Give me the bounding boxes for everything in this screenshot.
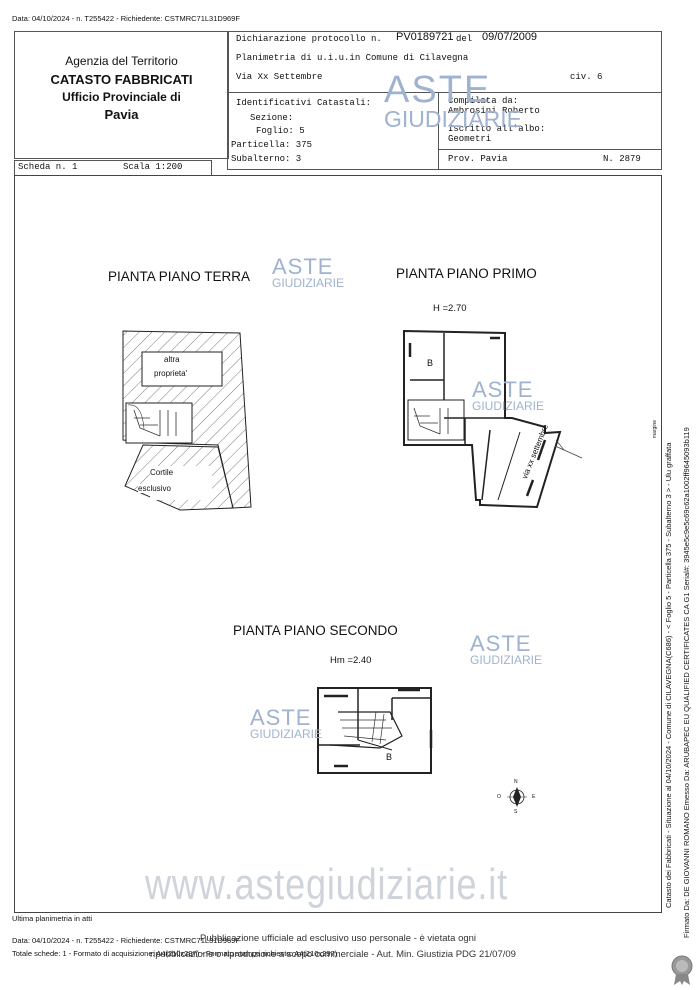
label-b-secondo: B xyxy=(386,752,393,762)
subalterno-field: Subalterno: 3 xyxy=(231,154,302,164)
watermark-aste-primo: ASTE GIUDIZIARIE xyxy=(472,377,545,413)
compass-s: S xyxy=(514,809,518,815)
watermark-aste-plan2: ASTE GIUDIZIARIE xyxy=(250,705,323,741)
compass-o: O xyxy=(497,794,501,800)
protocol-del: del xyxy=(456,34,473,44)
label-cortile: Cortile xyxy=(150,468,174,477)
provincia-name: Pavia xyxy=(104,107,139,122)
scala-value: Scala 1:200 xyxy=(123,162,183,172)
plan-title-terra: PIANTA PIANO TERRA xyxy=(108,269,251,284)
protocol-date: 09/07/2009 xyxy=(482,31,538,43)
protocol-number: PV0189721 xyxy=(396,31,454,43)
drawing-frame xyxy=(14,175,662,913)
address-street: Via Xx Settembre xyxy=(236,72,323,82)
numero-field: N. 2879 xyxy=(603,154,641,164)
side-signature-text: Firmato Da: DE GIOVANNI ROMANO Emesso Da… xyxy=(682,427,691,938)
plan-piano-primo xyxy=(403,329,583,509)
side-situazione-text: Catasto dei Fabbricati - Situazione al 0… xyxy=(664,442,673,908)
catasto-title: CATASTO FABBRICATI xyxy=(50,72,193,87)
footer-date-stamp: Data: 04/10/2024 - n. T255422 - Richiede… xyxy=(12,936,240,945)
plan-piano-secondo xyxy=(317,687,433,774)
watermark-aste-secondo: ASTE GIUDIZIARIE xyxy=(470,631,543,667)
footer-totale-schede: Totale schede: 1 - Formato di acquisizio… xyxy=(12,949,338,958)
watermark-aste-header: ASTE GIUDIZIARIE xyxy=(384,69,523,132)
footer-ultima-planimetria: Ultima planimetria in atti xyxy=(12,914,93,923)
label-proprieta: proprieta' xyxy=(154,369,188,378)
planimetria-comune: Planimetria di u.i.u.in Comune di Cilave… xyxy=(236,53,469,63)
compilata-label: Compilata da: xyxy=(448,96,519,106)
compass-n: N xyxy=(514,779,518,785)
address-civic: civ. 6 xyxy=(570,72,603,82)
scheda-number: Scheda n. 1 xyxy=(18,162,78,172)
identificativi-label: Identificativi Catastali: xyxy=(236,98,372,108)
plan-title-secondo: PIANTA PIANO SECONDO xyxy=(233,623,398,638)
ufficio-provinciale: Ufficio Provinciale di xyxy=(62,90,181,104)
side-margin-mark: margine xyxy=(652,420,658,439)
footer-publication-1: Pubblicazione ufficiale ad esclusivo uso… xyxy=(200,933,477,944)
height-secondo: Hm =2.40 xyxy=(330,655,372,666)
declaration-box: Dichiarazione protocollo n. PV0189721 de… xyxy=(227,31,662,170)
label-altra: altra xyxy=(164,355,180,364)
label-esclusivo: esclusivo xyxy=(138,484,171,493)
protocol-label: Dichiarazione protocollo n. xyxy=(236,34,382,44)
label-b-primo: B xyxy=(427,358,434,368)
agency-name: Agenzia del Territorio xyxy=(65,54,178,68)
particella-field: Particella: 375 xyxy=(231,140,313,150)
height-primo: H =2.70 xyxy=(433,303,467,314)
compass-e: E xyxy=(532,794,536,800)
watermark-site: www.astegiudiziarie.it xyxy=(145,860,508,909)
compilatore-name: Ambrosini Roberto xyxy=(448,106,540,116)
albo-value: Geometri xyxy=(448,134,492,144)
provincia-field: Prov. Pavia xyxy=(448,154,508,164)
seal-icon xyxy=(671,955,693,985)
foglio-field: Foglio: 5 xyxy=(256,126,305,136)
top-date-stamp: Data: 04/10/2024 - n. T255422 - Richiede… xyxy=(12,14,240,23)
sezione-field: Sezione: xyxy=(250,113,294,123)
iscritto-label: Iscritto all'albo: xyxy=(448,124,546,134)
footer-publication-2: ripubblicazione o riproduzione a scopo c… xyxy=(150,949,516,960)
plan-title-primo: PIANTA PIANO PRIMO xyxy=(396,266,537,281)
agency-box: Agenzia del Territorio CATASTO FABBRICAT… xyxy=(14,31,229,159)
watermark-aste-terra: ASTE GIUDIZIARIE xyxy=(272,254,345,290)
compass-rose xyxy=(507,787,527,807)
